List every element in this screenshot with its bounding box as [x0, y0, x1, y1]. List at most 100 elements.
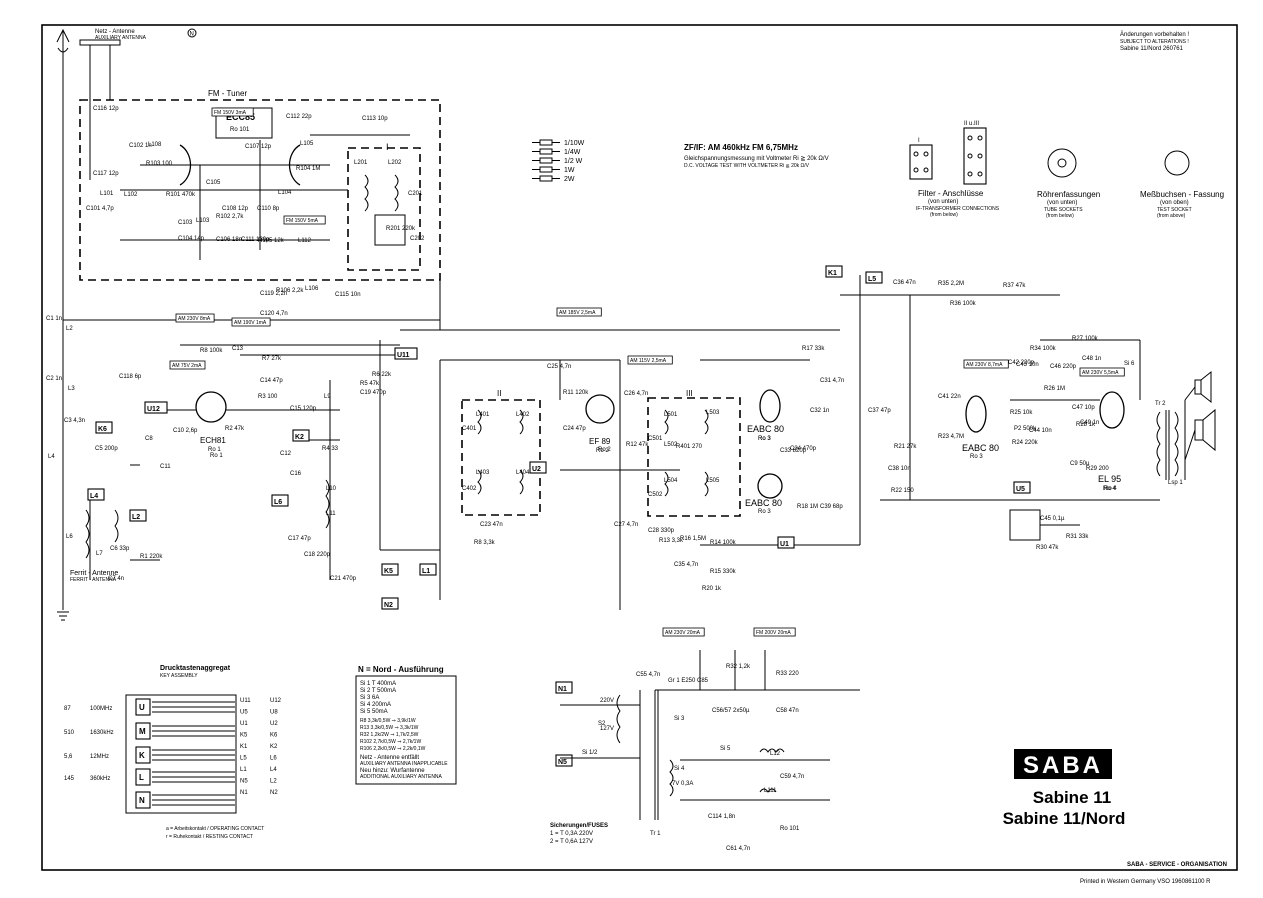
key-contact-label: K5	[240, 733, 248, 739]
component-label: R2 47k	[225, 426, 245, 432]
component-label: R24 220k	[1012, 440, 1039, 446]
fm-tuner-block: FM - Tuner ECC85 Ro 101 I	[79, 89, 441, 281]
nord-note: ADDITIONAL AUXILIARY ANTENNA	[360, 774, 443, 780]
switch-label-box	[529, 461, 547, 474]
component-label: L7	[96, 551, 103, 557]
component-label: Si 4	[674, 766, 685, 772]
switch-label: L1	[422, 568, 430, 575]
component-label: C107 12p	[245, 144, 272, 150]
switch-label: L2	[132, 514, 140, 521]
key-frequency: 360kHz	[90, 776, 110, 782]
resistor-symbol	[539, 139, 553, 146]
switch-label-box	[292, 429, 310, 442]
key-contact-label: L1	[240, 767, 247, 773]
svg-text:ZF/IF: AM 460kHz FM 6,75MHz: ZF/IF: AM 460kHz FM 6,75MHz	[684, 143, 798, 152]
switch-label-box	[129, 509, 147, 522]
resistor-symbol	[539, 175, 553, 182]
voltage-annotation-text: AM 185V 2,5mA	[559, 310, 596, 316]
component-label: C31 4,7n	[820, 378, 844, 384]
component-label: Si 3	[674, 716, 685, 722]
component-label: R20 1k	[702, 586, 722, 592]
component-label: Ro 3	[758, 436, 771, 442]
key-contact-label: U12	[270, 698, 282, 704]
voltage-annotation-text: AM 115V 2,5mA	[630, 358, 667, 364]
key-contact-label: N2	[270, 790, 278, 796]
voltage-annotation-box	[231, 317, 271, 327]
component-label: C18 220p	[304, 552, 331, 558]
resistor-rating-label: 1W	[564, 167, 575, 174]
tube-eabc80-c: EABC 80 Ro 3	[962, 395, 999, 460]
svg-text:FM - Tuner: FM - Tuner	[208, 89, 247, 98]
component-label: C44 10n	[1029, 428, 1052, 434]
component-label: L9	[324, 394, 331, 400]
component-label: L101	[100, 191, 114, 197]
component-label: L201	[354, 160, 368, 166]
key-frequency: 100MHz	[90, 706, 112, 712]
resistor-rating-label: 2W	[564, 176, 575, 183]
voltage-annotation-text: FM 150V 5mA	[286, 218, 319, 224]
switch-label-box	[825, 265, 843, 278]
switch-label-box	[381, 563, 399, 576]
voltage-annotation-box	[175, 313, 215, 323]
component-label: L202	[388, 160, 402, 166]
key-range: 87	[64, 706, 71, 712]
key-button	[135, 791, 151, 809]
component-label: R3 100	[258, 394, 278, 400]
switch-label-box	[777, 536, 795, 549]
component-label: C6 33p	[110, 546, 130, 552]
tube-eabc80-a: EABC 80 Ro 3	[747, 389, 784, 442]
switch-label: K2	[295, 434, 304, 441]
component-label: 127V	[600, 726, 614, 732]
component-label: P2 500k	[1014, 426, 1037, 432]
component-label: L2	[66, 326, 73, 332]
component-label: C101 4,7p	[86, 206, 114, 212]
key-contact-label: L5	[240, 756, 247, 762]
voltage-annotation-box	[627, 355, 673, 365]
switch-label: U5	[1016, 486, 1025, 493]
component-label: C202	[410, 236, 425, 242]
component-label: R25 10k	[1010, 410, 1033, 416]
component-label: R27 100k	[1072, 336, 1099, 342]
ferrite-antenna: Ferrit - Antenne FERRIT - ANTENNA	[70, 570, 118, 583]
svg-text:EL 95: EL 95	[1098, 474, 1121, 484]
component-label: R30 47k	[1036, 545, 1059, 551]
component-label: C56/57 2x50µ	[712, 708, 750, 714]
svg-text:Filter - Anschlüsse: Filter - Anschlüsse	[918, 189, 984, 198]
component-label: C17 47p	[288, 536, 311, 542]
resistor-symbol	[539, 157, 553, 164]
svg-text:r = Ruhekontakt / RESTING CONT: r = Ruhekontakt / RESTING CONTACT	[166, 834, 253, 840]
nord-fuse-line: Si 2 T 500mA	[360, 688, 396, 694]
svg-text:EABC 80: EABC 80	[962, 443, 999, 453]
resistor-symbol	[539, 148, 553, 155]
key-contact-label: U5	[240, 710, 248, 716]
component-label: C5 200p	[95, 446, 118, 452]
component-label: C108 12p	[222, 206, 249, 212]
svg-text:II u.III: II u.III	[964, 121, 979, 127]
component-label: R8 100k	[200, 348, 223, 354]
component-label: C59 4,7n	[780, 774, 804, 780]
svg-text:Gleichspannungsmessung mit Vol: Gleichspannungsmessung mit Voltmeter Ri …	[684, 156, 829, 162]
component-label: R103 100	[146, 161, 173, 167]
svg-text:Ro 1: Ro 1	[208, 447, 221, 453]
voltage-annotation-text: AM 230V 8mA	[178, 316, 211, 322]
switch-label: N5	[558, 759, 567, 766]
svg-text:SABA - SERVICE - ORGANISATION: SABA - SERVICE - ORGANISATION	[1127, 862, 1227, 868]
svg-text:Sicherungen/FUSES: Sicherungen/FUSES	[550, 823, 608, 829]
component-label: R35 2,2M	[938, 281, 964, 287]
switch-label: K5	[384, 568, 393, 575]
component-label: C49 1n	[1080, 420, 1099, 426]
switch-label: U2	[532, 466, 541, 473]
component-label: C10 2,6p	[173, 428, 198, 434]
component-label: C116 12p	[93, 106, 119, 112]
component-label: C2 1n	[46, 376, 62, 382]
svg-text:FERRIT - ANTENNA: FERRIT - ANTENNA	[70, 577, 117, 583]
nord-note: Netz - Antenne entfällt	[360, 755, 419, 761]
resistor-symbol	[539, 166, 553, 173]
svg-text:ECH81: ECH81	[200, 436, 226, 445]
component-label: R102 2,7k	[216, 214, 244, 220]
component-label: C3 4,3n	[64, 418, 85, 424]
